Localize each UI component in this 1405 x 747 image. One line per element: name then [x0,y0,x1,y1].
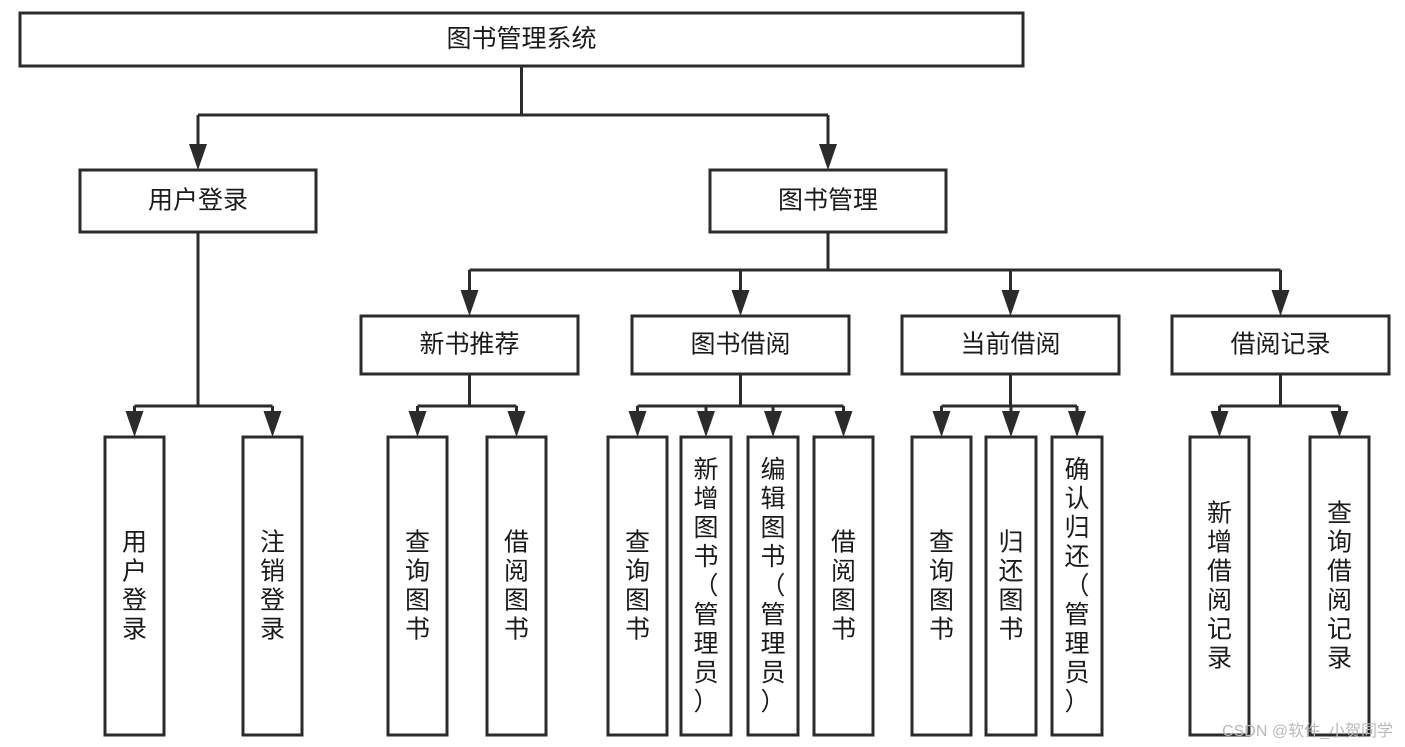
node-leaf-return-book[interactable]: 归还图书 [984,435,1038,737]
node-box [241,435,304,737]
node-leaf-add-book[interactable]: 新增图书（管理员） [679,435,733,737]
arrow-head-icon [1210,411,1229,437]
watermark: CSDN @软件_小贺同学 [1222,723,1393,740]
node-book-borrow[interactable]: 图书借阅 [630,314,851,376]
node-leaf-borrow-book-1[interactable]: 借阅图书 [485,435,548,737]
node-layer: 图书管理系统用户登录图书管理新书推荐图书借阅当前借阅借阅记录用户登录注销登录查询… [18,11,1391,737]
node-label: 新增图书（管理员） [693,456,718,716]
arrow-head-icon [1068,411,1086,437]
node-box [386,435,449,737]
node-leaf-add-record[interactable]: 新增借阅记录 [1188,435,1251,737]
arrow-head-icon [263,411,282,437]
node-box [78,168,318,234]
node-label: 归还图书 [998,529,1023,644]
node-box [1308,435,1371,737]
node-box [1050,435,1104,737]
node-leaf-edit-book[interactable]: 编辑图书（管理员） [746,435,800,737]
node-current-borrow[interactable]: 当前借阅 [900,314,1121,376]
node-label: 确认归还（管理员） [1064,456,1089,716]
node-label: 当前借阅 [960,331,1060,359]
node-box [1170,314,1391,376]
node-label: 查询借阅记录 [1327,500,1352,673]
arrow-head-icon [1001,290,1020,316]
node-box [1188,435,1251,737]
connector-layer [125,66,1349,437]
node-label: 编辑图书（管理员） [760,456,785,716]
node-leaf-confirm-return[interactable]: 确认归还（管理员） [1050,435,1104,737]
node-label: 图书管理 [778,187,878,215]
arrow-head-icon [731,290,750,316]
node-box [18,11,1025,68]
node-box [679,435,733,737]
node-label: 借阅图书 [504,529,529,644]
node-leaf-user-login[interactable]: 用户登录 [103,435,166,737]
node-box [630,314,851,376]
node-leaf-borrow-book-2[interactable]: 借阅图书 [812,435,875,737]
node-leaf-query-book-3[interactable]: 查询图书 [910,435,973,737]
arrow-head-icon [125,411,144,437]
node-box [746,435,800,737]
arrow-head-icon [932,411,951,437]
arrow-head-icon [1002,411,1020,437]
node-leaf-user-logout[interactable]: 注销登录 [241,435,304,737]
node-label: 借阅记录 [1230,331,1330,359]
node-leaf-query-book-1[interactable]: 查询图书 [386,435,449,737]
node-user-login[interactable]: 用户登录 [78,168,318,234]
arrow-head-icon [189,144,207,170]
node-label: 新增借阅记录 [1207,500,1232,673]
node-book-manage[interactable]: 图书管理 [708,168,948,234]
arrow-head-icon [408,411,427,437]
node-box [984,435,1038,737]
node-box [606,435,669,737]
arrow-head-icon [697,411,715,437]
arrow-head-icon [834,411,853,437]
node-label: 注销登录 [260,529,285,644]
node-box [103,435,166,737]
node-leaf-query-book-2[interactable]: 查询图书 [606,435,669,737]
arrow-head-icon [819,144,837,170]
node-box [359,314,580,376]
node-label: 用户登录 [122,529,147,644]
node-box [708,168,948,234]
node-box [900,314,1121,376]
node-box [812,435,875,737]
node-label: 查询图书 [929,529,954,644]
node-box [910,435,973,737]
node-label: 新书推荐 [419,331,519,359]
node-label: 借阅图书 [831,529,856,644]
node-label: 查询图书 [625,529,650,644]
node-label: 图书管理系统 [446,25,596,53]
node-label: 用户登录 [148,187,248,215]
arrow-head-icon [1271,290,1290,316]
arrow-head-icon [764,411,782,437]
node-label: 查询图书 [405,529,430,644]
arrow-head-icon [1330,411,1349,437]
arrow-head-icon [507,411,526,437]
node-new-book-rec[interactable]: 新书推荐 [359,314,580,376]
node-box [485,435,548,737]
node-root[interactable]: 图书管理系统 [18,11,1025,68]
node-borrow-record[interactable]: 借阅记录 [1170,314,1391,376]
arrow-head-icon [460,290,479,316]
node-label: 图书借阅 [690,331,790,359]
arrow-head-icon [628,411,647,437]
node-leaf-query-record[interactable]: 查询借阅记录 [1308,435,1371,737]
